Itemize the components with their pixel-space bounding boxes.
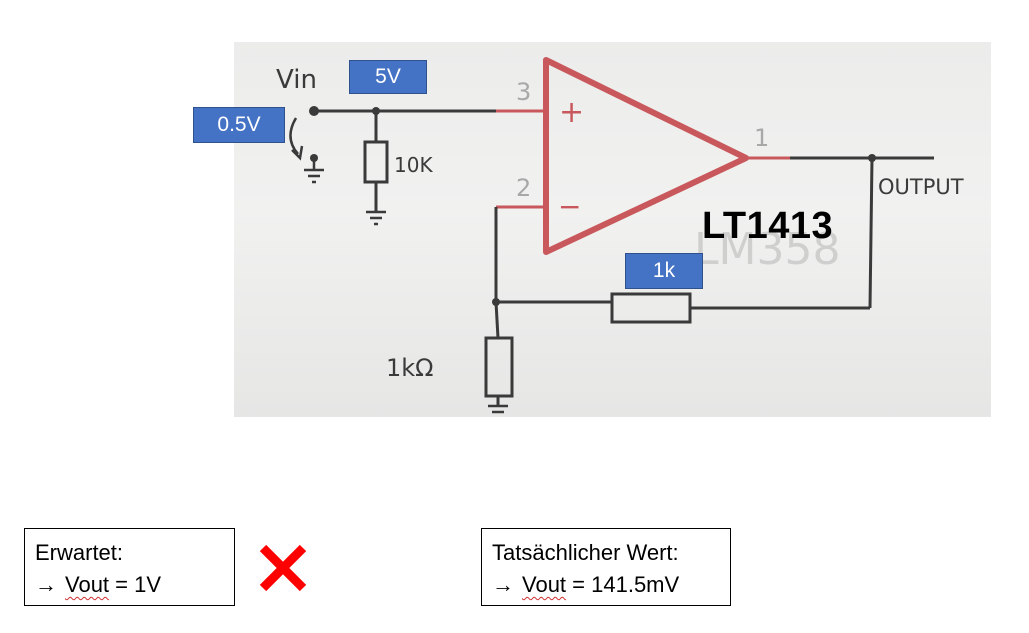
feedback-resistor-label: 1k [625, 253, 703, 289]
supply-voltage-label: 5V [349, 60, 427, 94]
vin-label: Vin [276, 65, 317, 95]
minus-sign: − [558, 190, 581, 223]
input-resistor-label: 10K [394, 153, 433, 177]
expected-var: Vout [65, 572, 110, 597]
pin-number-2: 2 [516, 174, 531, 202]
arrow-icon: → [35, 572, 57, 597]
circuit-schematic: LM358 + − 3 2 1 Vin 10K [276, 57, 964, 414]
output-label: OUTPUT [878, 175, 964, 199]
chip-label: LT1413 [702, 205, 834, 247]
expected-value: = 1V [109, 572, 162, 597]
actual-title: Tatsächlicher Wert: [492, 540, 679, 565]
feedback-resistor [610, 292, 692, 324]
feedback-return-wire [868, 157, 874, 309]
actual-var: Vout [522, 572, 567, 597]
plus-sign: + [559, 95, 584, 130]
actual-box: Tatsächlicher Wert: → Vout = 141.5mV [481, 528, 731, 606]
source-arrowhead [291, 145, 304, 161]
pin-number-1: 1 [754, 124, 769, 152]
arrow-icon: → [492, 572, 514, 597]
ground-resistor [484, 336, 514, 398]
red-x-icon [259, 544, 307, 592]
input-resistor [363, 140, 389, 184]
expected-title: Erwartet: [35, 540, 124, 565]
input-voltage-label: 0.5V [193, 107, 285, 143]
pin-number-3: 3 [516, 78, 531, 106]
schematic-photo: LM358 + − 3 2 1 Vin 10K [234, 42, 991, 417]
opamp-symbol [543, 57, 749, 255]
actual-value: = 141.5mV [566, 572, 680, 597]
faint-partnumber: LM358 [694, 224, 840, 275]
expected-box: Erwartet: → Vout = 1V [24, 528, 235, 606]
ground-resistor-label: 1kΩ [386, 354, 434, 382]
vin-node [309, 106, 319, 116]
actual-line: → Vout = 141.5mV [492, 569, 720, 601]
expected-line: → Vout = 1V [35, 569, 224, 601]
source-arrow [289, 117, 299, 155]
